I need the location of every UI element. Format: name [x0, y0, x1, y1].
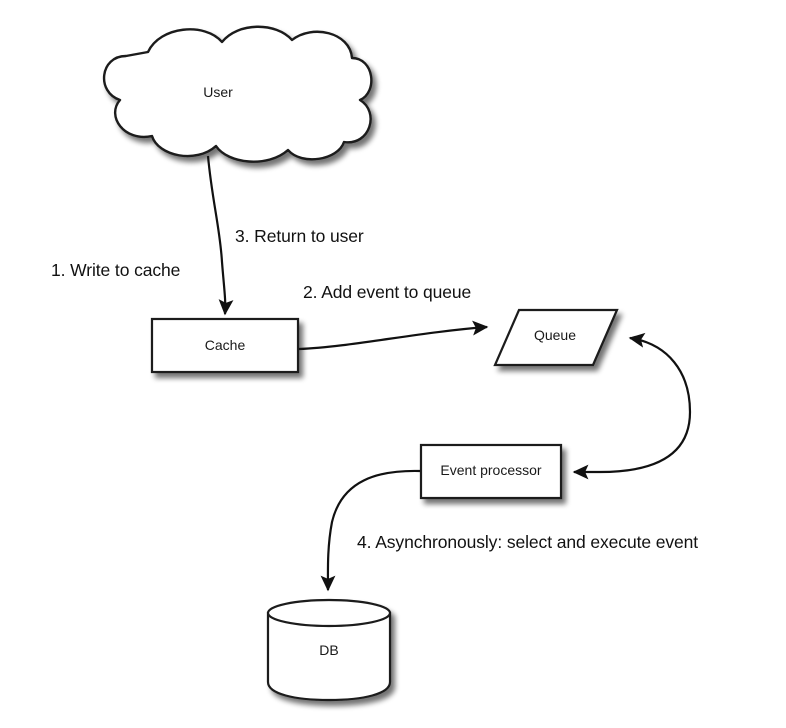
- edge-event-processor-to-db: [320, 469, 421, 592]
- edge-queue-to-event-processor: [572, 332, 692, 480]
- step-label-4-asynchronously-select-and-execute-event: 4. Asynchronously: select and execute ev…: [357, 532, 699, 552]
- step-label-3-return-to-user: 3. Return to user: [235, 226, 364, 246]
- node-db[interactable]: [266, 598, 392, 702]
- step-label-2-add-event-to-queue: 2. Add event to queue: [303, 282, 472, 302]
- edge-cache-to-queue: [298, 320, 489, 351]
- node-user[interactable]: [103, 25, 373, 163]
- step-label-1-write-to-cache: 1. Write to cache: [51, 260, 181, 280]
- node-cache[interactable]: [150, 317, 300, 374]
- edge-user-to-cache: [206, 155, 234, 316]
- node-event-processor[interactable]: [419, 443, 563, 500]
- node-queue[interactable]: [493, 308, 619, 367]
